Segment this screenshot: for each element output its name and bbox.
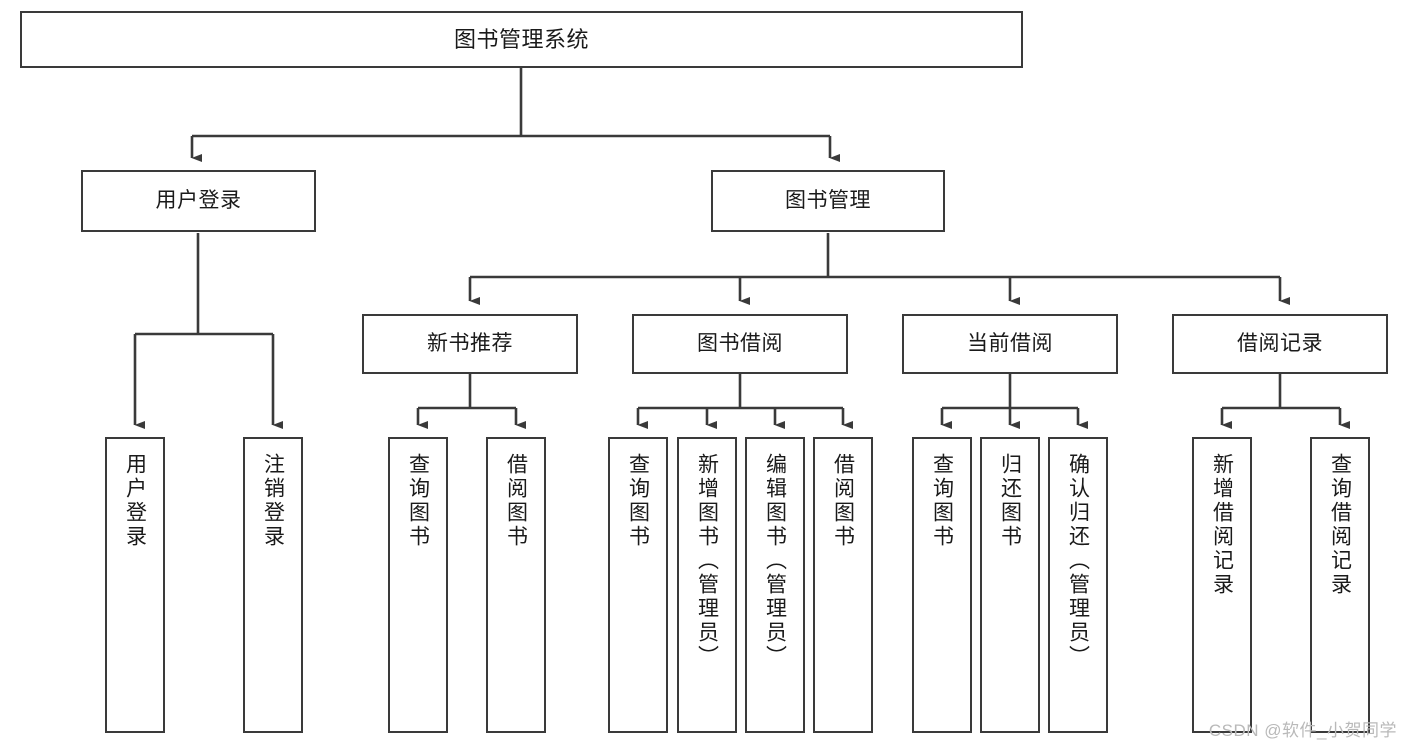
node-label: 当前借阅 [967,331,1053,355]
node-label: 新增借阅记录 [1210,453,1234,597]
node-label: 用户登录 [123,453,147,549]
leaf-user-login[interactable]: 用户登录 [105,437,165,733]
leaf-query-borrow-record[interactable]: 查询借阅记录 [1310,437,1370,733]
node-label: 借阅记录 [1237,331,1323,355]
node-label: 归还图书 [998,453,1022,549]
leaf-return-book[interactable]: 归还图书 [980,437,1040,733]
node-label: 编辑图书（管理员） [763,453,787,669]
leaf-borrow-book-new-book[interactable]: 借阅图书 [486,437,546,733]
node-label: 查询借阅记录 [1328,453,1352,597]
leaf-add-book-admin[interactable]: 新增图书（管理员） [677,437,737,733]
leaf-add-borrow-record[interactable]: 新增借阅记录 [1192,437,1252,733]
leaf-query-book-current[interactable]: 查询图书 [912,437,972,733]
node-book-borrowing[interactable]: 图书借阅 [632,314,848,374]
node-borrowing-record[interactable]: 借阅记录 [1172,314,1388,374]
node-label: 查询图书 [406,453,430,549]
node-label: 用户登录 [155,188,242,212]
leaf-edit-book-admin[interactable]: 编辑图书（管理员） [745,437,805,733]
node-label: 查询图书 [626,453,650,549]
leaf-query-book-new-book[interactable]: 查询图书 [388,437,448,733]
node-current-borrowing[interactable]: 当前借阅 [902,314,1118,374]
node-book-management[interactable]: 图书管理 [711,170,945,232]
csdn-watermark: CSDN @软件_小贺同学 [1208,721,1397,740]
node-label: 查询图书 [930,453,954,549]
node-label: 借阅图书 [504,453,528,549]
node-root-book-management-system[interactable]: 图书管理系统 [20,11,1023,68]
node-new-book-recommendation[interactable]: 新书推荐 [362,314,578,374]
node-label: 图书管理系统 [453,26,589,52]
leaf-confirm-return-admin[interactable]: 确认归还（管理员） [1048,437,1108,733]
leaf-borrow-book-borrowing[interactable]: 借阅图书 [813,437,873,733]
node-label: 借阅图书 [831,453,855,549]
node-label: 确认归还（管理员） [1066,453,1090,669]
leaf-query-book-borrowing[interactable]: 查询图书 [608,437,668,733]
node-label: 图书管理 [785,188,871,212]
leaf-logout[interactable]: 注销登录 [243,437,303,733]
node-label: 新书推荐 [427,331,513,355]
node-label: 注销登录 [261,453,285,549]
node-user-login[interactable]: 用户登录 [81,170,316,232]
node-label: 新增图书（管理员） [695,453,719,669]
node-label: 图书借阅 [697,331,783,355]
